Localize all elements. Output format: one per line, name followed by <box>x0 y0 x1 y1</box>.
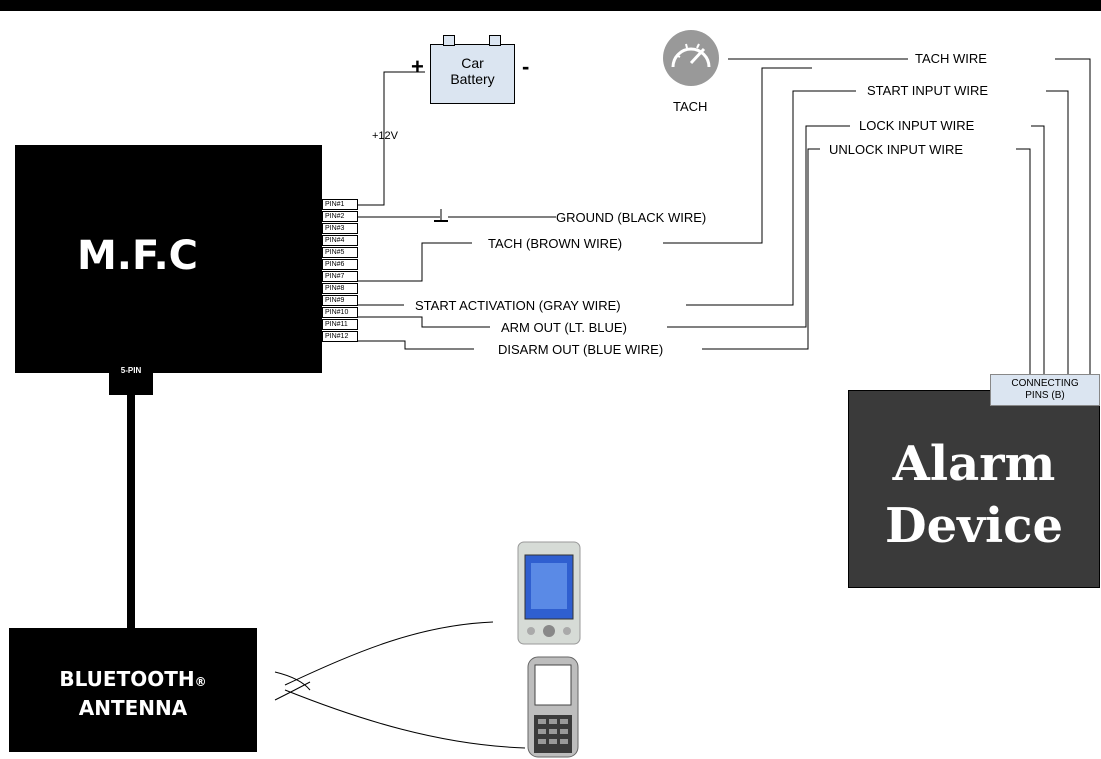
voltage-label: +12V <box>372 130 398 142</box>
connecting-pins-line2: PINS (B) <box>1025 390 1065 401</box>
battery-terminal-negative <box>489 35 501 46</box>
car-battery: Car Battery <box>430 35 515 104</box>
pin-label: PIN#10 <box>322 307 358 318</box>
battery-label-line2: Battery <box>450 71 495 87</box>
pin-label: PIN#8 <box>322 283 358 294</box>
pin-label: PIN#9 <box>322 295 358 306</box>
pin-label: PIN#4 <box>322 235 358 246</box>
pin-label: PIN#12 <box>322 331 358 342</box>
battery-terminal-positive <box>443 35 455 46</box>
battery-plus-sign: + <box>411 54 424 79</box>
mfc-module: M.F.C <box>15 145 322 373</box>
wire-lock-input-label: LOCK INPUT WIRE <box>859 118 975 133</box>
mfc-label: M.F.C <box>77 233 198 279</box>
battery-label-line1: Car <box>461 55 484 71</box>
pin-label: PIN#2 <box>322 211 358 222</box>
pin-label: PIN#1 <box>322 199 358 210</box>
tach-label: TACH <box>673 99 708 114</box>
battery-minus-sign: - <box>522 54 530 79</box>
alarm-label-line2: Device <box>884 498 1064 554</box>
alarm-label-line1: Alarm <box>892 436 1056 492</box>
pda-device-icon <box>517 541 581 645</box>
pin-label: PIN#6 <box>322 259 358 270</box>
pin-label: PIN#5 <box>322 247 358 258</box>
connecting-pins: CONNECTING PINS (B) <box>990 374 1100 406</box>
tachometer-icon <box>663 30 719 86</box>
alarm-device: Alarm Device <box>848 390 1100 588</box>
bluetooth-antenna: BLUETOOTH® ANTENNA <box>9 628 257 752</box>
pin-label: PIN#11 <box>322 319 358 330</box>
mobile-phone-icon <box>527 656 579 758</box>
pin-label: PIN#3 <box>322 223 358 234</box>
wire-tach-right-label: TACH WIRE <box>915 51 987 66</box>
wire-start-activation-label: START ACTIVATION (GRAY WIRE) <box>415 298 621 313</box>
bluetooth-label-line2: ANTENNA <box>78 696 188 720</box>
connecting-pins-line1: CONNECTING <box>1011 378 1079 389</box>
wire-ground-label: GROUND (BLACK WIRE) <box>556 210 707 225</box>
wire-arm-out-label: ARM OUT (LT. BLUE) <box>501 320 627 335</box>
wire-disarm-out-label: DISARM OUT (BLUE WIRE) <box>498 342 664 357</box>
top-border <box>0 0 1101 11</box>
wire-start-input-label: START INPUT WIRE <box>867 83 989 98</box>
pin-label: PIN#7 <box>322 271 358 282</box>
five-pin-connector: 5-PIN <box>109 353 153 395</box>
wire-unlock-input-label: UNLOCK INPUT WIRE <box>829 142 964 157</box>
wire-tach-brown-label: TACH (BROWN WIRE) <box>488 236 623 251</box>
registered-mark: ® <box>194 675 207 689</box>
bluetooth-label-line1: BLUETOOTH <box>59 667 195 691</box>
